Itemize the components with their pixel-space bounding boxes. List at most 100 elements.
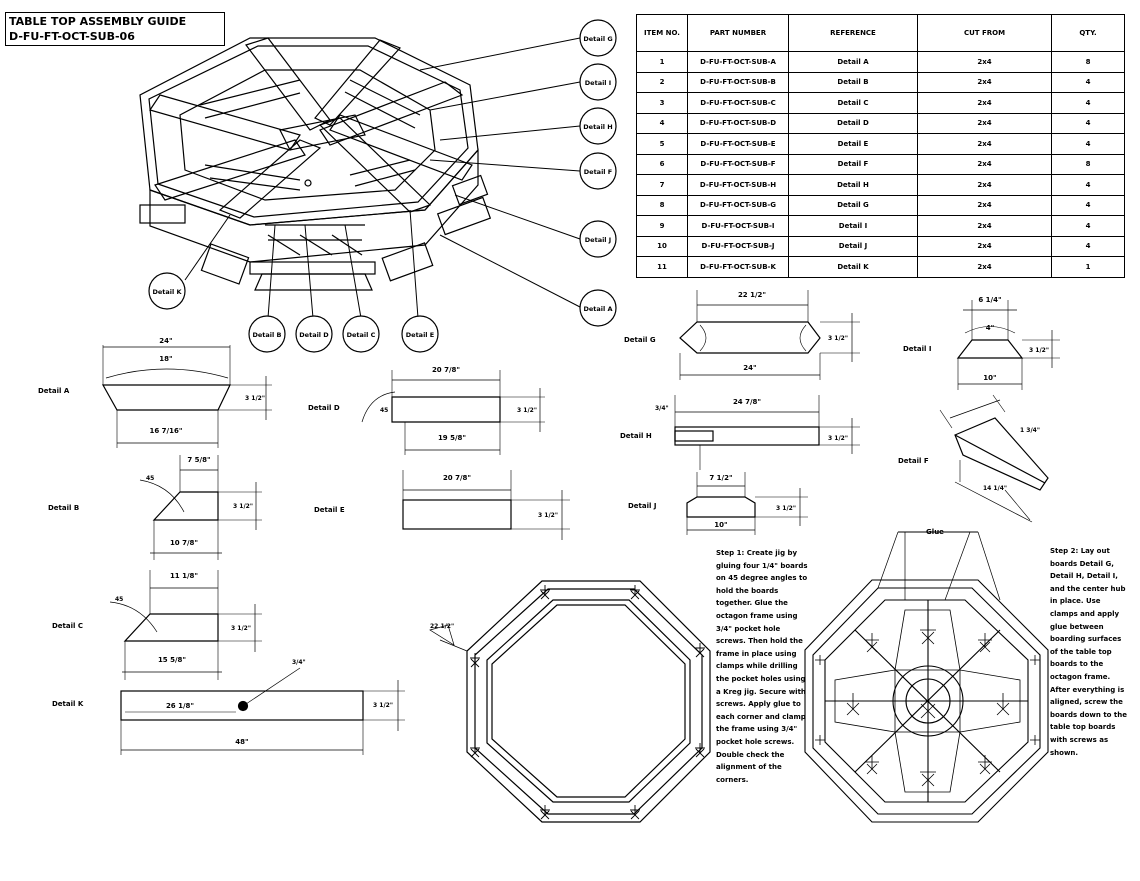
table-cell: 3 [636, 92, 688, 114]
detail-f-drawing: Detail F 1 3/4" 14 1/4" [898, 394, 1049, 523]
detail-g-drawing: Detail G 22 1/2" 24" 3 1/2" [624, 290, 860, 380]
table-cell: D-FU-FT-OCT-SUB-E [687, 133, 789, 155]
detail-b-drawing: Detail B 45 7 5/8" 10 7/8" 3 1/2" [48, 455, 262, 560]
balloon-label: Detail J [585, 236, 611, 244]
detail-label: Detail I [903, 345, 931, 353]
dim-text: 3 1/2" [231, 625, 251, 632]
detail-label: Detail H [620, 432, 652, 440]
dim-text: 3 1/2" [538, 512, 558, 519]
table-cell: Detail F [788, 153, 918, 175]
drawing-number: D-FU-FT-OCT-SUB-06 [9, 30, 135, 43]
table-cell: 2x4 [917, 194, 1052, 216]
table-cell: 2x4 [917, 174, 1052, 196]
detail-h-drawing: Detail H 24 7/8" 3 1/2" 3/4" [620, 395, 860, 470]
table-cell: 2x4 [917, 133, 1052, 155]
detail-a-drawing: Detail A 24" 18" 16 7/16" 3 1/2" [38, 337, 272, 448]
balloon-label: Detail I [585, 79, 611, 87]
table-cell: 1 [636, 51, 688, 73]
table-cell: 5 [636, 133, 688, 155]
detail-j-drawing: Detail J 7 1/2" 10" 3 1/2" [628, 472, 808, 535]
dim-text: 3 1/2" [233, 503, 253, 510]
parts-list-table: ITEM NO. PART NUMBER REFERENCE CUT FROM … [636, 14, 1125, 278]
dim-text: 20 7/8" [443, 474, 471, 482]
dim-text: 6 1/4" [978, 296, 1001, 304]
table-cell: Detail G [788, 194, 918, 216]
dim-text: 48" [235, 738, 248, 746]
table-cell: D-FU-FT-OCT-SUB-I [687, 215, 789, 237]
table-cell: 4 [1051, 215, 1125, 237]
table-cell: Detail B [788, 71, 918, 93]
table-cell: 4 [1051, 235, 1125, 257]
dim-text: 22 1/2" [738, 291, 766, 299]
dim-text: 24 7/8" [733, 398, 761, 406]
balloon-detail-f: Detail F [579, 152, 617, 190]
balloon-label: Detail D [299, 331, 329, 339]
dim-text: 7 5/8" [187, 456, 210, 464]
detail-label: Detail K [52, 700, 84, 708]
dim-text: 1 3/4" [1020, 427, 1040, 434]
table-cell: D-FU-FT-OCT-SUB-H [687, 174, 789, 196]
dim-text: 45 [146, 475, 154, 482]
dim-text: 24" [159, 337, 172, 345]
table-cell: 2x4 [917, 215, 1052, 237]
table-cell: 4 [1051, 133, 1125, 155]
dim-text: 7 1/2" [709, 474, 732, 482]
table-cell: 9 [636, 215, 688, 237]
table-cell: 2x4 [917, 71, 1052, 93]
detail-k-drawing: Detail K 3/4" 26 1/8" 48" 3 1/2" [52, 659, 405, 755]
table-cell: 10 [636, 235, 688, 257]
table-cell: 2x4 [917, 112, 1052, 134]
step-1-note: Step 1: Create jig by gluing four 1/4" b… [716, 549, 808, 784]
table-cell: D-FU-FT-OCT-SUB-F [687, 153, 789, 175]
header-reference: REFERENCE [788, 14, 918, 52]
balloon-label: Detail K [152, 288, 182, 296]
step-2-note: Step 2: Lay out boards Detail G, Detail … [1050, 547, 1127, 757]
leader-lines [184, 37, 581, 319]
balloon-label: Detail F [584, 168, 612, 176]
balloon-detail-c: Detail C [342, 315, 380, 353]
dim-text: 15 5/8" [158, 656, 186, 664]
detail-e-drawing: Detail E 20 7/8" 3 1/2" [314, 470, 570, 540]
table-cell: 4 [1051, 112, 1125, 134]
table-cell: D-FU-FT-OCT-SUB-D [687, 112, 789, 134]
table-cell: 7 [636, 174, 688, 196]
table-cell: D-FU-FT-OCT-SUB-B [687, 71, 789, 93]
table-cell: D-FU-FT-OCT-SUB-A [687, 51, 789, 73]
table-cell: D-FU-FT-OCT-SUB-J [687, 235, 789, 257]
table-cell: 2x4 [917, 235, 1052, 257]
dim-text: 26 1/8" [166, 702, 194, 710]
dim-text: 45 [115, 596, 123, 603]
dim-text: 3 1/2" [828, 335, 848, 342]
dim-text: 3 1/2" [1029, 347, 1049, 354]
detail-label: Detail B [48, 504, 79, 512]
balloon-label: Detail B [253, 331, 282, 339]
table-cell: 2x4 [917, 51, 1052, 73]
balloon-detail-b: Detail B [248, 315, 286, 353]
table-cell: D-FU-FT-OCT-SUB-G [687, 194, 789, 216]
balloon-label: Detail A [583, 305, 612, 313]
dim-text: 10" [714, 521, 727, 529]
balloon-label: Detail C [347, 331, 376, 339]
table-cell: Detail K [788, 256, 918, 278]
header-cut-from: CUT FROM [917, 14, 1052, 52]
balloon-detail-d: Detail D [295, 315, 333, 353]
header-qty: QTY. [1051, 14, 1125, 52]
dim-text: 3 1/2" [373, 702, 393, 709]
table-cell: 4 [1051, 92, 1125, 114]
dim-text: 3 1/2" [245, 395, 265, 402]
balloon-label: Detail H [583, 123, 612, 131]
dim-text: 3/4" [655, 405, 669, 412]
table-cell: D-FU-FT-OCT-SUB-K [687, 256, 789, 278]
balloon-label: Detail E [406, 331, 434, 339]
table-cell: D-FU-FT-OCT-SUB-C [687, 92, 789, 114]
table-cell: Detail D [788, 112, 918, 134]
detail-label: Detail C [52, 622, 83, 630]
detail-label: Detail D [308, 404, 340, 412]
dim-text: 24" [743, 364, 756, 372]
isometric-assembly-view [139, 37, 492, 291]
balloon-label: Detail G [583, 35, 612, 43]
